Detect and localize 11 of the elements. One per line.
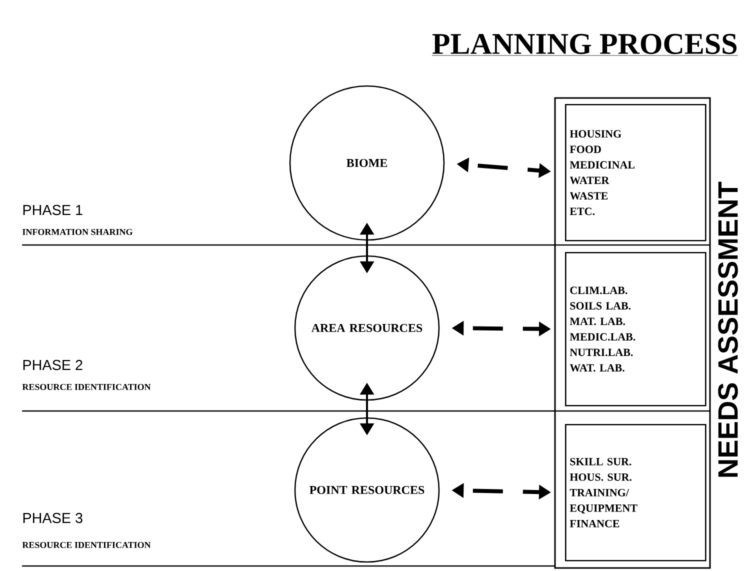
phase-label: PHASE 3: [23, 512, 82, 524]
vertical-heading: NEEDS ASSESSMENT: [718, 182, 738, 477]
phase-label: PHASE 1: [23, 204, 82, 216]
title: PLANNING PROCESS: [432, 34, 738, 56]
phase-label: INFORMATION SHARING: [22, 228, 133, 236]
phase-label: PHASE 2: [23, 360, 82, 370]
phase-label: RESOURCE IDENTIFICATION: [22, 542, 151, 548]
needs-box: SKILL SUR. HOUS. SUR. TRAINING/ EQUIPMENT FINANCE: [565, 424, 706, 562]
needs-box: HOUSING FOOD MEDICINAL WATER WASTE ETC.: [565, 104, 706, 242]
needs-box: CLIM.LAB. SOILS LAB. MAT. LAB. MEDIC.LAB. NUTRI.LAB. WAT. LAB.: [565, 252, 706, 406]
phase-label: RESOURCE IDENTIFICATION: [22, 384, 151, 390]
